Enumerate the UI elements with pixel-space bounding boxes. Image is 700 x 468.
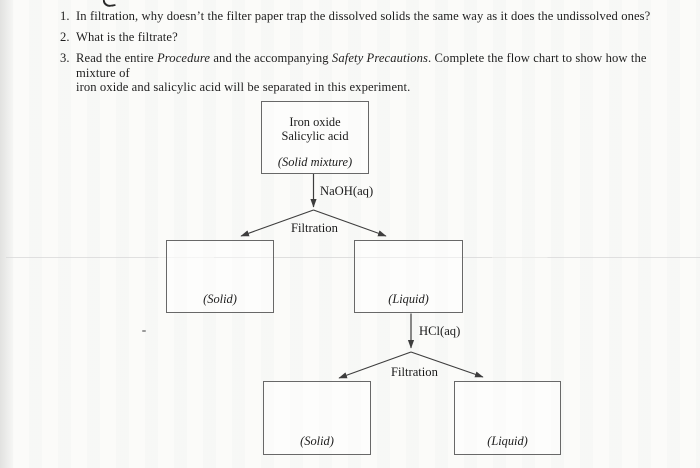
arrow-fork2-right — [410, 351, 484, 378]
question-1: 1. In filtration, why doesn’t the filter… — [60, 9, 680, 24]
mid-liquid-caption: (Liquid) — [388, 292, 429, 306]
arrow-fork1-left — [240, 209, 314, 237]
arrow-fork1-right — [313, 209, 387, 237]
flowchart-box-bottom-solid: (Solid) — [263, 381, 371, 455]
question-2: 2. What is the filtrate? — [60, 30, 680, 45]
label-hcl: HCl(aq) — [419, 324, 461, 338]
question-3-line2: iron oxide and salicylic acid will be se… — [76, 80, 411, 95]
bottom-liquid-caption: (Liquid) — [487, 434, 528, 448]
flowchart-box-mid-solid: (Solid) — [166, 240, 274, 313]
solid-mixture-caption: (Solid mixture) — [277, 155, 353, 170]
label-naoh: NaOH(aq) — [320, 184, 374, 198]
question-3-procedure-italic: Procedure — [156, 51, 211, 65]
flowchart-box-bottom-liquid: (Liquid) — [454, 381, 561, 455]
solid-mixture-line1: Iron oxide — [289, 115, 341, 129]
question-2-text: What is the filtrate? — [76, 30, 178, 44]
bottom-solid-caption: (Solid) — [300, 434, 334, 448]
question-3-seg3: and the accompanying — [210, 51, 332, 65]
question-3-safety-italic: Safety Precautions — [331, 51, 429, 65]
scan-edge-shadow — [0, 0, 14, 468]
question-3-text: Read the entire Procedure and the accomp… — [76, 51, 680, 95]
scan-speck — [142, 330, 146, 332]
question-1-text: In filtration, why doesn’t the filter pa… — [76, 9, 651, 23]
mid-solid-caption: (Solid) — [203, 292, 237, 306]
question-3-seg1: Read the entire — [76, 51, 157, 65]
scan-artifact-line — [6, 257, 700, 258]
question-1-number: 1. — [60, 9, 70, 23]
solid-mixture-line2: Salicylic acid — [281, 129, 349, 144]
question-3: 3. Read the entire Procedure and the acc… — [60, 51, 680, 95]
question-3-number: 3. — [60, 51, 70, 65]
label-filtration-2: Filtration — [391, 365, 438, 379]
flowchart-box-solid-mixture: Iron oxide Salicylic acid (Solid mixture… — [261, 101, 369, 174]
arrow-fork2-left — [338, 351, 412, 379]
flowchart-box-mid-liquid: (Liquid) — [354, 240, 463, 313]
label-filtration-1: Filtration — [291, 221, 338, 235]
question-2-number: 2. — [60, 30, 70, 44]
question-3-seg5: . Complete the flow chart to show how th… — [76, 51, 647, 80]
